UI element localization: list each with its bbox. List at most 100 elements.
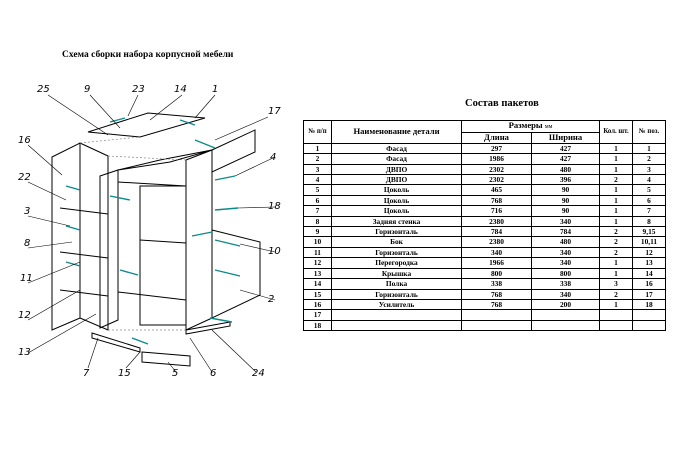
left-side-panel	[51, 142, 81, 331]
table-cell-wid	[530, 309, 601, 321]
table-cell-name	[331, 309, 462, 321]
callout-label: 1	[212, 84, 218, 95]
table-cell-qty: 3	[599, 278, 634, 290]
table-cell-wid: 396	[530, 174, 601, 186]
header-name: Наименование детали	[331, 120, 462, 144]
table-cell-len: 768	[461, 288, 532, 300]
table-cell-n: 10	[303, 236, 332, 248]
table-cell-len: 2380	[461, 215, 532, 228]
table-cell-n: 13	[303, 267, 332, 280]
table-cell-wid: 784	[530, 226, 601, 238]
lid-panel	[87, 112, 206, 138]
callout-label: 15	[118, 368, 131, 379]
table-cell-len: 800	[461, 267, 532, 280]
table-cell-name: ДВПО	[331, 163, 462, 176]
table-cell-name: Фасад	[331, 153, 462, 165]
table-cell-pos: 6	[632, 194, 667, 207]
table-cell-qty: 1	[599, 153, 634, 165]
table-cell-n: 12	[303, 257, 332, 269]
table-cell-qty: 1	[599, 142, 634, 155]
table-cell-name: Цоколь	[331, 194, 462, 207]
table-cell-qty: 1	[599, 194, 634, 207]
table-cell-qty: 2	[599, 236, 634, 248]
table-cell-pos: 9,15	[632, 226, 667, 238]
table-cell-len: 340	[461, 246, 532, 259]
table-cell-n: 11	[303, 246, 332, 259]
diagram-title: Схема сборки набора корпусной мебели	[62, 50, 234, 60]
callout-label: 9	[84, 84, 90, 95]
table-cell-n: 6	[303, 194, 332, 207]
table-cell-len	[461, 309, 532, 321]
table-cell-len: 465	[461, 184, 532, 196]
table-cell-qty: 1	[599, 163, 634, 176]
callout-label: 11	[20, 273, 33, 284]
callout-label: 8	[24, 238, 30, 249]
table-row: 18	[303, 319, 667, 332]
header-pos: № поз.	[632, 120, 667, 144]
table-cell-name: ДВПО	[331, 174, 462, 186]
table-cell-name: Цоколь	[331, 205, 462, 217]
table-row: 17	[303, 309, 667, 321]
callout-label: 4	[270, 152, 276, 163]
callout-label: 25	[37, 84, 50, 95]
table-cell-wid: 427	[530, 153, 601, 165]
callout-label: 14	[174, 84, 187, 95]
table-cell-pos: 13	[632, 257, 667, 269]
table-cell-qty: 1	[599, 267, 634, 280]
table-cell-name: Горизонталь	[331, 226, 462, 238]
callout-label: 16	[18, 135, 31, 146]
table-cell-pos: 2	[632, 153, 667, 165]
table-cell-qty: 2	[599, 246, 634, 259]
table-cell-qty: 1	[599, 257, 634, 269]
carcass-right-panel	[185, 149, 213, 331]
table-cell-name: Бок	[331, 236, 462, 248]
callout-label: 24	[252, 368, 265, 379]
table-cell-len: 716	[461, 205, 532, 217]
table-cell-wid: 340	[530, 288, 601, 300]
table-cell-pos: 7	[632, 205, 667, 217]
table-cell-n: 9	[303, 226, 332, 238]
table-cell-wid: 480	[530, 163, 601, 176]
parts-table: № п/п Наименование детали Размеры мм Кол…	[303, 119, 667, 332]
table-cell-qty: 1	[599, 205, 634, 217]
table-title: Состав пакетов	[465, 98, 539, 109]
table-cell-wid	[530, 319, 601, 332]
table-cell-pos: 3	[632, 163, 667, 176]
table-cell-name: Полка	[331, 278, 462, 290]
table-cell-pos: 5	[632, 184, 667, 196]
table-cell-name: Горизонталь	[331, 288, 462, 300]
table-cell-wid: 90	[530, 194, 601, 207]
table-cell-len	[461, 319, 532, 332]
right-lower-panel	[211, 229, 261, 319]
carcass-front-left	[99, 169, 119, 329]
table-cell-n: 8	[303, 215, 332, 228]
table-cell-wid: 200	[530, 298, 601, 311]
table-cell-n: 4	[303, 174, 332, 186]
table-cell-wid: 480	[530, 236, 601, 248]
table-cell-qty: 2	[599, 174, 634, 186]
table-cell-name: Усилитель	[331, 298, 462, 311]
table-cell-qty: 1	[599, 184, 634, 196]
callout-label: 10	[268, 246, 281, 257]
table-cell-wid: 340	[530, 215, 601, 228]
table-cell-name: Фасад	[331, 142, 462, 155]
table-cell-pos: 1	[632, 142, 667, 155]
header-sizes: Размеры мм	[460, 119, 601, 134]
table-cell-n: 1	[303, 142, 332, 155]
callout-label: 5	[172, 368, 178, 379]
right-upper-panel	[211, 129, 256, 173]
table-cell-n: 15	[303, 288, 332, 300]
callout-label: 17	[268, 106, 281, 117]
table-cell-wid: 340	[530, 257, 601, 269]
